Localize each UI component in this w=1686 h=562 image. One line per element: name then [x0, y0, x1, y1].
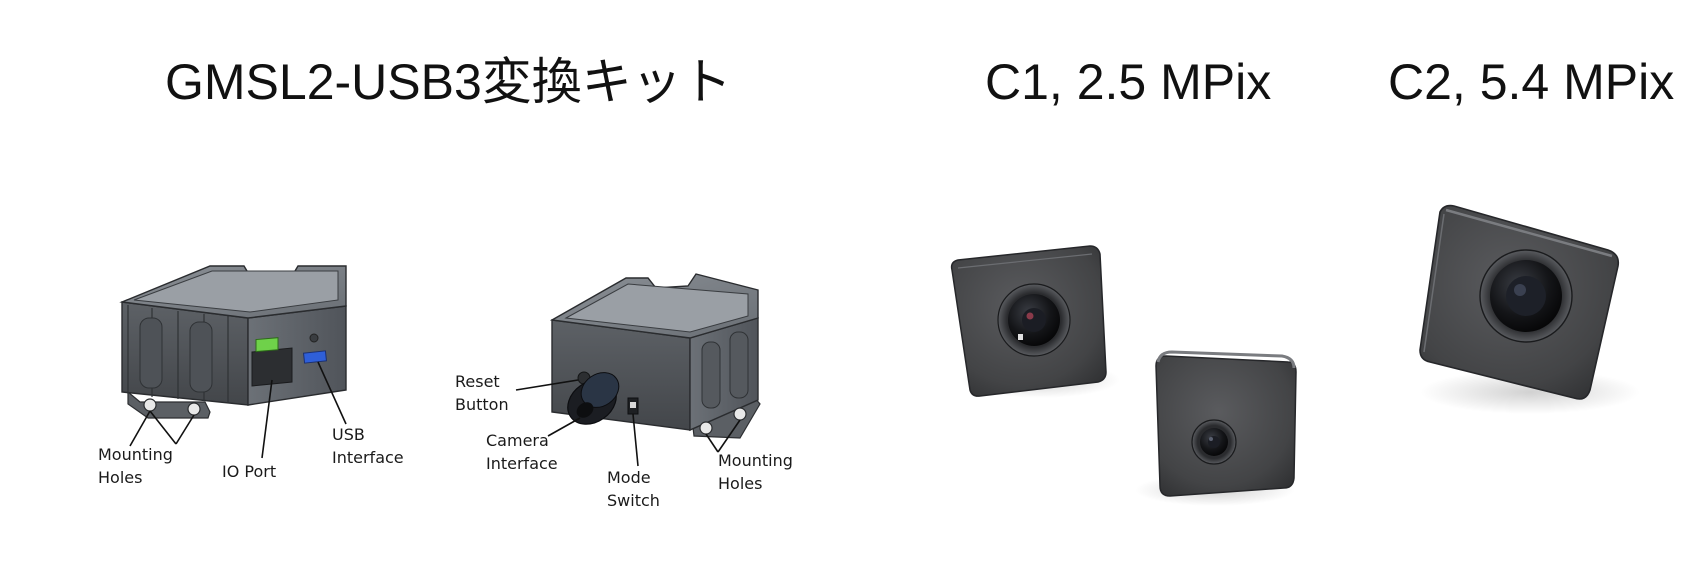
converter-box-rear-view — [549, 273, 761, 439]
camera-c2-title: C2, 5.4 MPix — [1388, 54, 1675, 110]
camera-c1-title: C1, 2.5 MPix — [985, 54, 1272, 110]
callout-reset-button: Reset Button — [455, 372, 509, 414]
kit-title: GMSL2-USB3変換キット — [165, 54, 732, 110]
callout-lines-box-1 — [129, 361, 347, 459]
callout-camera-interface: Camera Interface — [486, 431, 558, 473]
callout-mounting-holes-left: Mounting Holes — [98, 445, 173, 487]
callout-mounting-holes-right: Mounting Holes — [718, 451, 793, 493]
camera-c1-unit-2 — [1135, 350, 1297, 506]
callout-lines-box-2 — [515, 379, 741, 467]
callout-usb-interface: USB Interface — [332, 425, 404, 467]
converter-box-front-view — [119, 265, 347, 419]
camera-c2-unit — [1419, 204, 1640, 414]
callout-mode-switch: Mode Switch — [607, 468, 660, 510]
callout-io-port: IO Port — [222, 462, 277, 481]
camera-c1-unit-1 — [950, 245, 1120, 398]
